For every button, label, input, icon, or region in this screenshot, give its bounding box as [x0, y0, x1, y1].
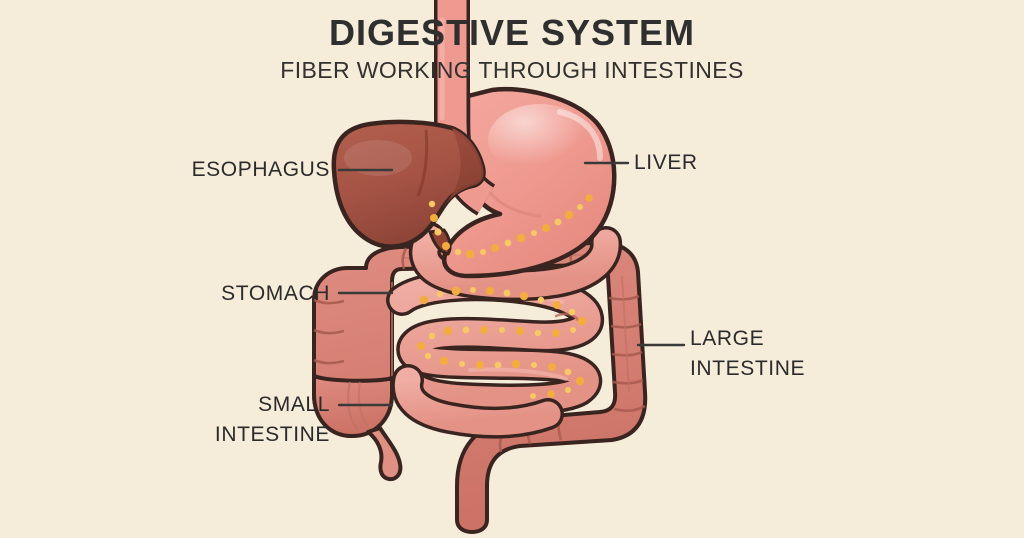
label-liver: LIVER [634, 151, 698, 174]
organ-liver [331, 119, 486, 256]
fiber-particles [417, 194, 593, 399]
label-esophagus: ESOPHAGUS [191, 158, 330, 181]
label-large-intestine: LARGE INTESTINE [690, 327, 806, 380]
organ-duodenum [408, 222, 623, 302]
page-subtitle: FIBER WORKING THROUGH INTESTINES [280, 57, 744, 83]
label-stomach: STOMACH [221, 282, 330, 305]
label-small-intestine: SMALL INTESTINE [214, 393, 330, 446]
page-title: DIGESTIVE SYSTEM [328, 12, 696, 53]
organ-stomach [442, 86, 617, 279]
